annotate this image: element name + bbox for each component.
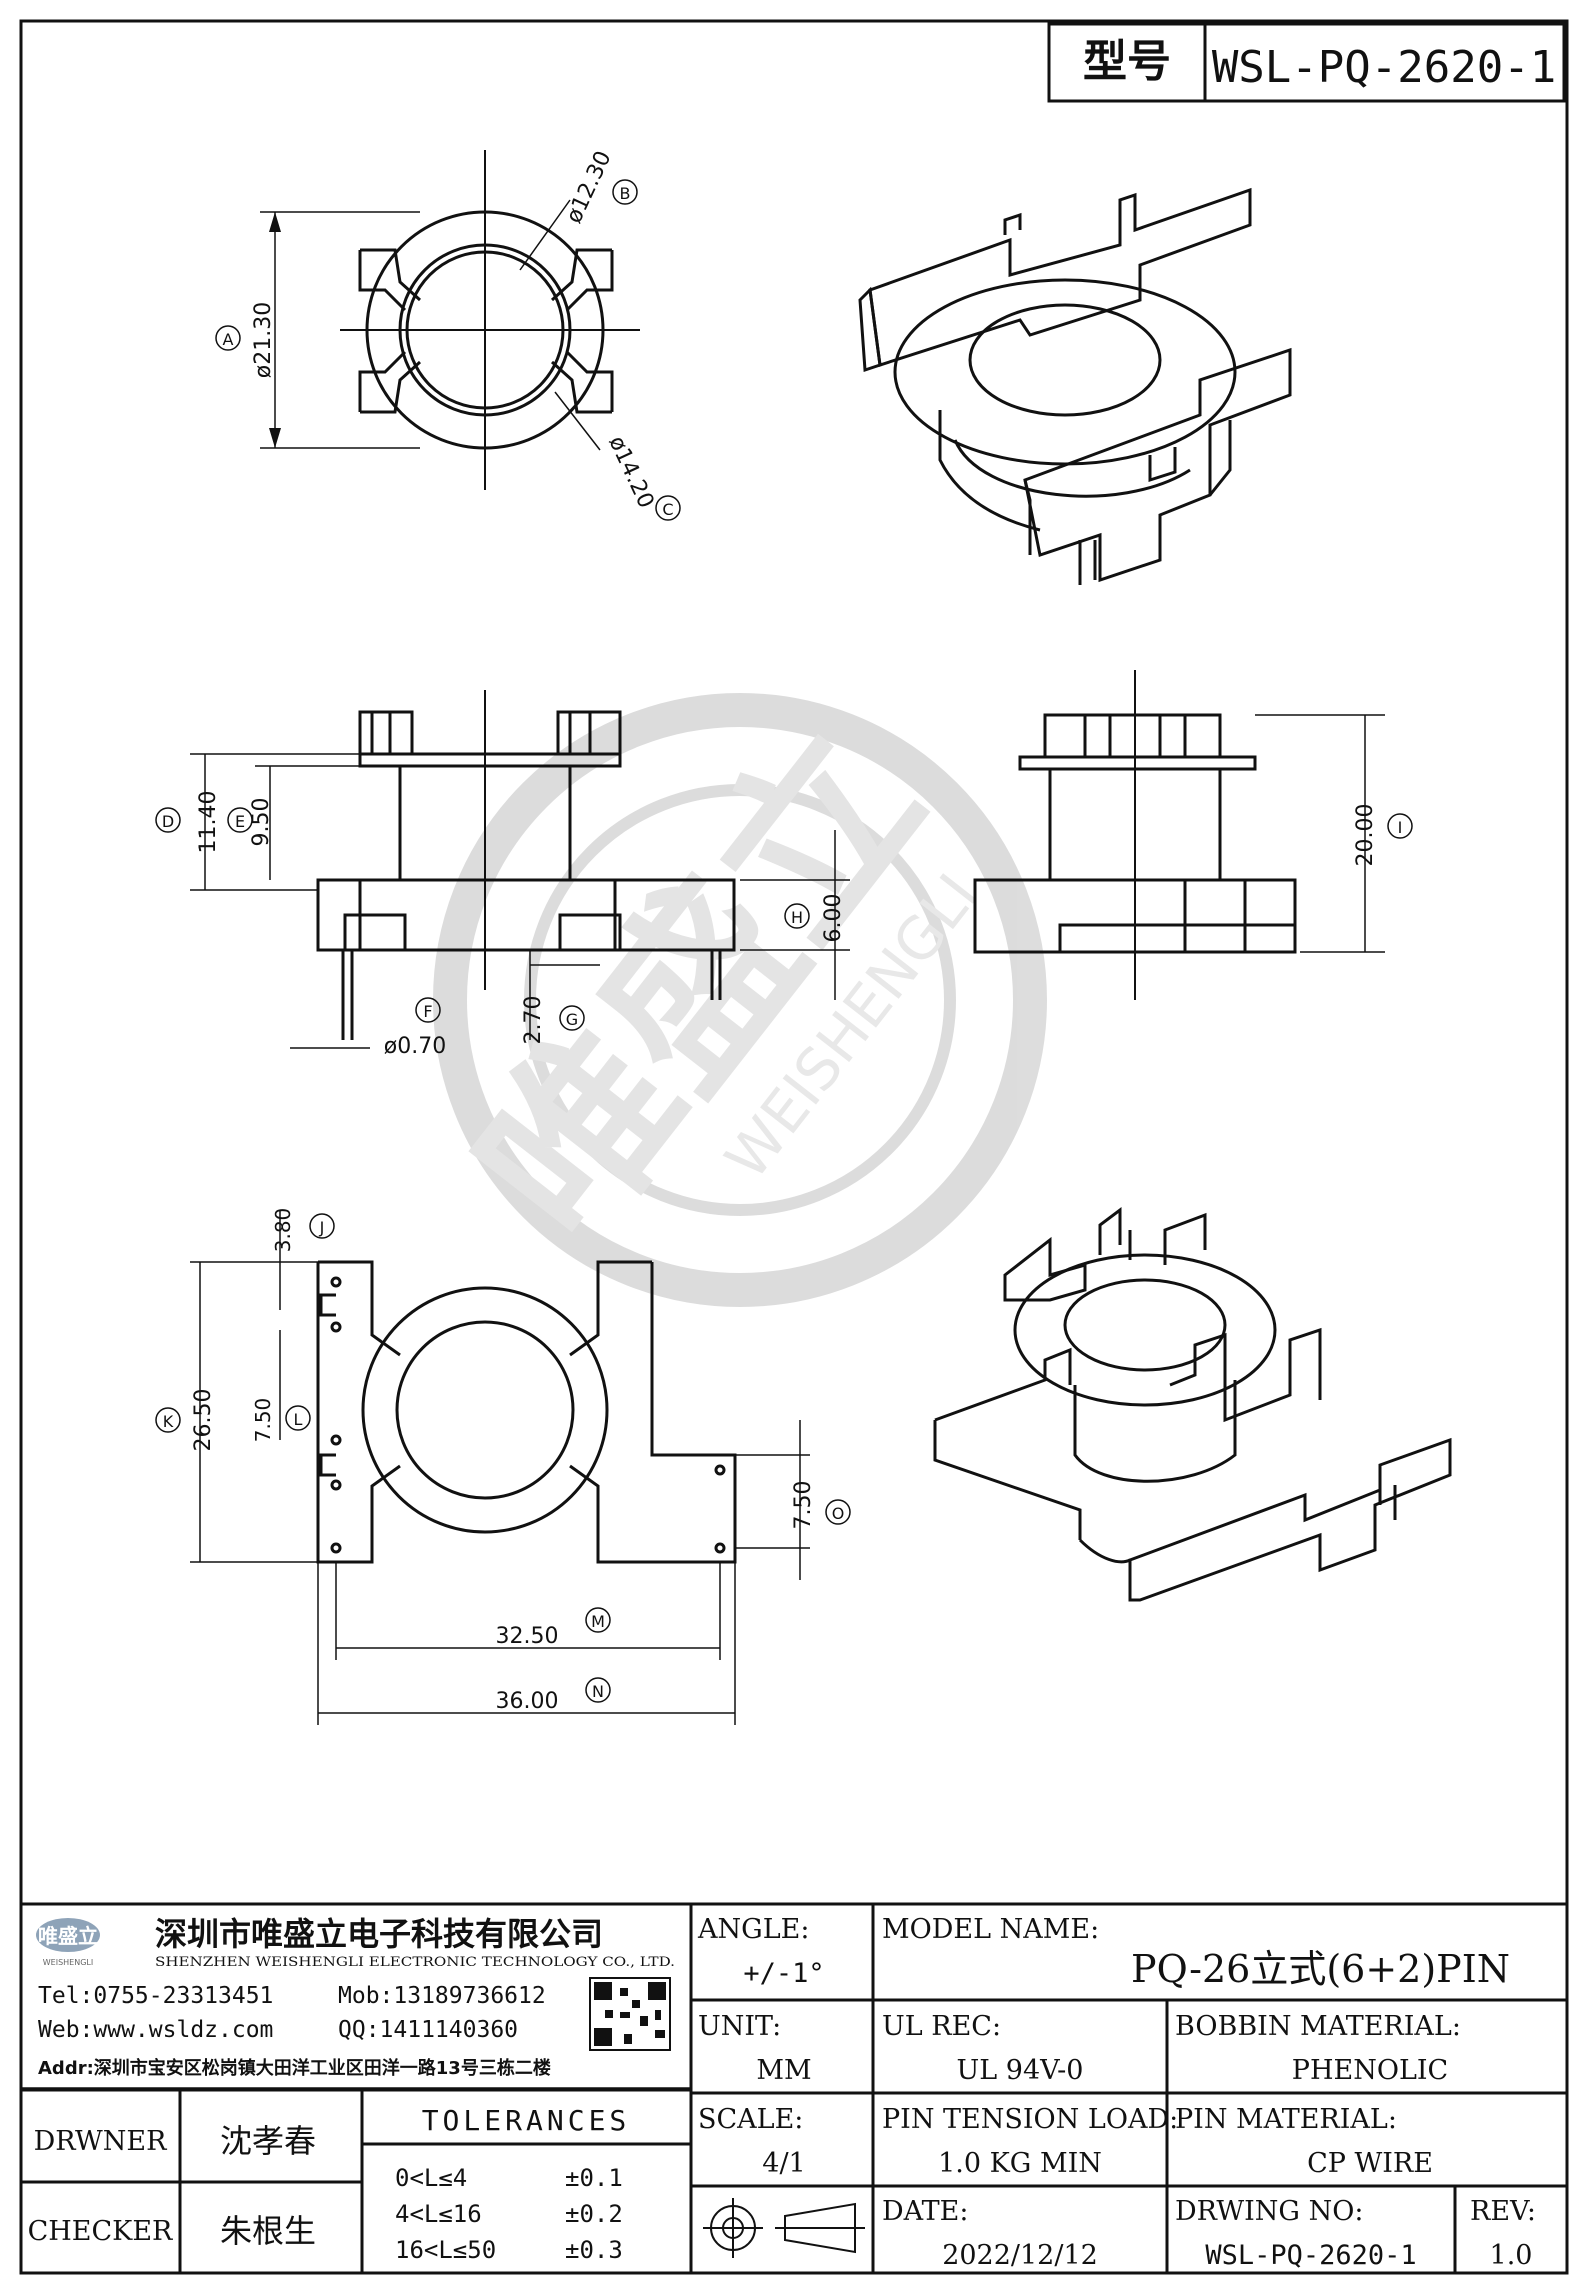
dim-l-tag: L [294, 1410, 303, 1429]
company-name-cn: 深圳市唯盛立电子科技有限公司 [155, 1915, 603, 1953]
rev-value: 1.0 [1490, 2240, 1533, 2271]
bobbin-value: PHENOLIC [1292, 2055, 1448, 2086]
tension-value: 1.0 KG MIN [938, 2148, 1102, 2179]
pin-value: CP WIRE [1307, 2148, 1433, 2179]
bobbin-label: BOBBIN MATERIAL: [1175, 2011, 1461, 2042]
unit-label: UNIT: [698, 2011, 781, 2042]
top-view-labels: ø21.30 A ø12.30 B ø14.20 C [215, 147, 681, 521]
dim-e-tag: E [235, 812, 245, 831]
qr-code [589, 1977, 671, 2051]
side-view [973, 670, 1385, 1000]
dim-h-tag: H [791, 908, 803, 927]
company-addr: Addr:深圳市宝安区松岗镇大田洋工业区田洋一路13号三栋二楼 [38, 2057, 551, 2079]
company-logo: 唯盛立 WEISHENGLI [36, 1918, 100, 1967]
checker-value: 朱根生 [220, 2212, 316, 2250]
top-view [260, 150, 640, 490]
dim-k-value: 26.50 [191, 1389, 216, 1452]
tol-row-2-value: ±0.2 [565, 2200, 623, 2228]
company-name-en: SHENZHEN WEISHENGLI ELECTRONIC TECHNOLOG… [155, 1955, 675, 1970]
front-view-labels: D 11.40 E 9.50 F ø0.70 2.70 G H 6.00 [155, 791, 846, 1059]
tol-row-3-range: 16<L≤50 [395, 2236, 496, 2264]
model-value: PQ-26立式(6+2)PIN [1131, 1947, 1510, 1991]
rev-label: REV: [1470, 2196, 1536, 2227]
company-mob: Mob:13189736612 [338, 1983, 546, 2009]
sheet-border [19, 19, 1569, 2275]
logo-sub: WEISHENGLI [43, 1958, 93, 1967]
tolerances-title: TOLERANCES [422, 2104, 631, 2137]
dim-b-value: ø12.30 [562, 147, 617, 227]
tol-row-1-value: ±0.1 [565, 2164, 623, 2192]
dim-g-value: 2.70 [521, 996, 546, 1045]
tension-label: PIN TENSION LOAD: [882, 2104, 1178, 2135]
dim-o-tag: O [832, 1504, 845, 1523]
ul-label: UL REC: [882, 2011, 1001, 2042]
company-web: Web:www.wsldz.com [38, 2017, 273, 2043]
ul-value: UL 94V-0 [957, 2055, 1084, 2086]
tol-row-2-range: 4<L≤16 [395, 2200, 482, 2228]
drwno-value: WSL-PQ-2620-1 [1205, 2240, 1416, 2271]
drawer-label: DRWNER [34, 2126, 167, 2157]
date-value: 2022/12/12 [942, 2240, 1098, 2271]
dim-j-tag: J [319, 1218, 325, 1237]
dim-m-tag: M [591, 1612, 605, 1631]
dim-f-tag: F [423, 1002, 432, 1021]
dim-n-tag: N [592, 1682, 604, 1701]
dim-e-value: 9.50 [249, 798, 274, 847]
signature-block: DRWNER 沈孝春 CHECKER 朱根生 TOLERANCES 0<L≤4 … [28, 2104, 631, 2264]
dim-i-value: 20.00 [1353, 804, 1378, 867]
dim-o-value: 7.50 [791, 1481, 816, 1530]
spec-left-column: ANGLE: +/-1° UNIT: MM SCALE: 4/1 [697, 1914, 865, 2258]
scale-value: 4/1 [762, 2148, 805, 2179]
dim-c-value: ø14.20 [603, 432, 658, 512]
dim-d-tag: D [162, 812, 174, 831]
dim-k-tag: K [163, 1412, 174, 1431]
dim-a-tag: A [223, 330, 234, 349]
model-box-label: 型号 [1083, 36, 1171, 87]
spec-right: MODEL NAME: PQ-26立式(6+2)PIN UL REC: UL 9… [882, 1914, 1536, 2271]
dim-c-tag: C [662, 500, 673, 519]
dim-h-value: 6.00 [821, 894, 846, 943]
model-box-value: WSL-PQ-2620-1 [1212, 42, 1556, 93]
pin-label: PIN MATERIAL: [1175, 2104, 1397, 2135]
dim-f-value: ø0.70 [384, 1034, 446, 1059]
tol-row-3-value: ±0.3 [565, 2236, 623, 2264]
front-view [190, 690, 850, 1049]
model-box: 型号 WSL-PQ-2620-1 [1047, 22, 1566, 103]
angle-label: ANGLE: [697, 1914, 809, 1945]
company-block: 唯盛立 WEISHENGLI 深圳市唯盛立电子科技有限公司 SHENZHEN W… [36, 1915, 675, 2079]
scale-label: SCALE: [698, 2104, 803, 2135]
tol-row-1-range: 0<L≤4 [395, 2164, 467, 2192]
logo-name: 唯盛立 [38, 1924, 98, 1948]
dim-n-value: 36.00 [496, 1689, 559, 1714]
angle-value: +/-1° [743, 1958, 824, 1989]
dim-d-value: 11.40 [196, 791, 221, 854]
company-qq: QQ:1411140360 [338, 2017, 518, 2043]
isometric-view-1 [858, 187, 1292, 585]
side-view-labels: 20.00 I [1353, 804, 1413, 867]
dim-m-value: 32.50 [496, 1624, 559, 1649]
drwno-label: DRWING NO: [1175, 2196, 1363, 2227]
dim-i-tag: I [1398, 818, 1403, 837]
bottom-view [190, 1210, 810, 1725]
bottom-view-labels: 3.80 J K 26.50 7.50 L 7.50 O 32.50 M 36.… [155, 1208, 851, 1714]
drawer-value: 沈孝春 [220, 2122, 316, 2160]
company-tel: Tel:0755-23313451 [38, 1983, 273, 2009]
isometric-view-2 [933, 1207, 1452, 1602]
model-label: MODEL NAME: [882, 1914, 1099, 1945]
projection-symbol [703, 2198, 865, 2258]
dim-g-tag: G [566, 1010, 578, 1029]
dim-a-value: ø21.30 [251, 302, 276, 378]
dim-b-tag: B [620, 184, 631, 203]
title-block [21, 1902, 1567, 2273]
date-label: DATE: [882, 2196, 968, 2227]
dim-l-value: 7.50 [251, 1398, 275, 1443]
checker-label: CHECKER [28, 2216, 173, 2247]
unit-value: MM [756, 2055, 811, 2086]
dim-j-value: 3.80 [271, 1208, 295, 1253]
